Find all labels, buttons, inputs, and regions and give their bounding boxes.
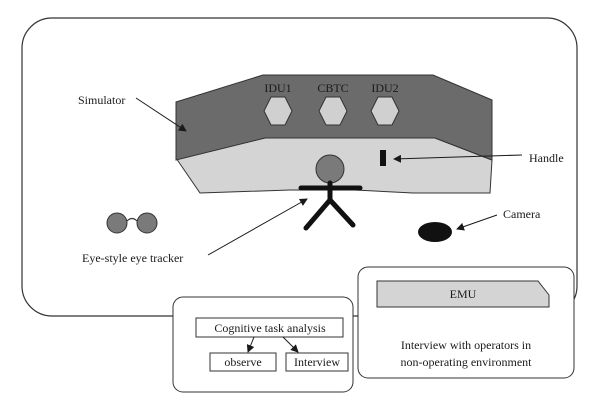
emu-train-icon <box>376 280 550 308</box>
eye-tracker-arrow <box>207 198 308 256</box>
camera-arrow <box>456 214 498 231</box>
emu-label: EMU <box>450 287 477 301</box>
screen-label: IDU1 <box>264 81 291 95</box>
observe-box <box>209 352 277 372</box>
interview-box <box>285 352 349 372</box>
hexagon-icon <box>263 96 293 126</box>
camera-label: Camera <box>503 207 541 221</box>
eye-tracker-label: Eye-style eye tracker <box>82 251 183 265</box>
operator-head <box>315 154 345 184</box>
simulator-arrow <box>135 97 187 132</box>
screen-idu2: IDU2 <box>370 81 400 126</box>
handle-icon <box>380 150 386 166</box>
cta-title-box <box>195 317 344 338</box>
hexagon-icon <box>370 96 400 126</box>
analysis-box <box>172 296 354 393</box>
camera-icon <box>418 222 452 242</box>
interview-label: Interview <box>294 355 340 369</box>
handle-arrow <box>393 154 523 163</box>
hexagon-icon <box>318 96 348 126</box>
cta-arrow-interview <box>282 336 299 353</box>
emu-caption-line2: non-operating environment <box>401 355 533 369</box>
simulator-label: Simulator <box>78 93 125 107</box>
screen-label: IDU2 <box>371 81 398 95</box>
observe-label: observe <box>224 355 261 369</box>
screen-label: CBTC <box>317 81 348 95</box>
operator-icon <box>298 154 363 231</box>
screen-idu1: IDU1 <box>263 81 293 126</box>
handle-label: Handle <box>529 151 564 165</box>
screen-cbtc: CBTC <box>317 81 349 126</box>
eye-tracker-icon <box>106 212 158 234</box>
cta-title: Cognitive task analysis <box>214 321 326 335</box>
emu-caption-line1: Interview with operators in <box>401 338 531 352</box>
cta-arrow-observe <box>246 336 255 353</box>
